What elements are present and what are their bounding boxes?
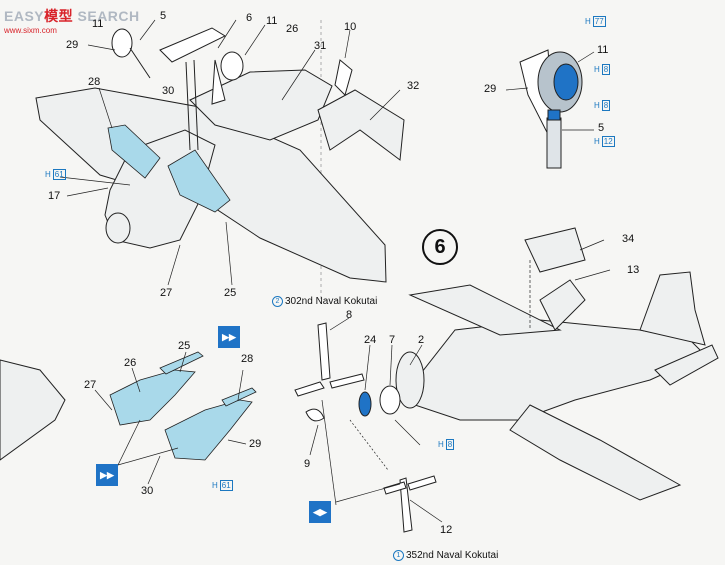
main-wheel-left [111,28,151,79]
hole-reference-number: 61 [219,480,233,491]
part-callout: 5 [160,10,167,22]
part-callout: 11 [266,15,278,27]
part-callout: 32 [407,80,420,92]
leader-lines-top [59,19,401,286]
part-callout: 26 [124,357,137,369]
watermark-left: EASY [4,8,45,24]
part-callout: 30 [141,485,154,497]
part-callout: 5 [598,122,605,134]
hole-reference-number: 61 [52,169,66,180]
part-callout: 30 [162,85,175,97]
gear-detail [519,49,583,169]
assembly-arrow-badge-icon: ▶▶ [218,326,240,348]
leader-lines-lower-left [94,351,247,485]
part-callout: 8 [346,309,353,321]
gear-door-top [159,27,227,151]
leader-lines-right [505,51,595,131]
part-callout: 31 [314,40,327,52]
caption-text: 352nd Naval Kokutai [406,550,499,561]
part-callout: 6 [246,12,253,24]
hole-reference-number: 12 [601,136,615,147]
step-number: 6 [422,229,458,265]
caption-number: 1 [393,550,404,561]
part-callout: 29 [484,83,497,95]
part-callout: 2 [418,334,425,346]
part-callout: 27 [84,379,97,391]
airframe-main [395,227,719,501]
part-callout: 13 [627,264,640,276]
leader-lines-main [309,239,611,523]
part-callout: 28 [241,353,254,365]
part-callout: 29 [249,438,262,450]
assembly-arrow-badge-icon: ◀▶ [309,501,331,523]
part-callout: 28 [88,76,101,88]
part-callout: 25 [178,340,191,352]
part-callout: 10 [344,21,357,33]
gear-bay-closeup [109,351,257,461]
main-wheel-mid [211,51,244,105]
part-callout: 11 [92,18,104,30]
caption-text: 302nd Naval Kokutai [285,296,378,307]
part-callout: 17 [48,190,61,202]
part-callout: 12 [440,524,453,536]
part-callout: 7 [389,334,396,346]
part-callout: 11 [597,44,609,56]
hole-reference-number: 8 [445,439,455,450]
watermark: EASY模型 SEARCH www.sixm.com [4,6,140,35]
part-callout: 9 [304,458,311,470]
hole-reference-number: 8 [601,64,611,75]
hole-reference-number: 77 [592,16,606,27]
part-callout: 25 [224,287,237,299]
part-callout: 26 [286,23,299,35]
hole-reference-number: 8 [601,100,611,111]
part-callout: 34 [622,233,635,245]
watermark-right: SEARCH [77,8,140,24]
watermark-title: EASY模型 SEARCH [4,6,140,26]
wing-fragment [0,359,66,461]
watermark-mid: 模型 [44,8,74,24]
propeller [294,322,437,533]
part-callout: 24 [364,334,377,346]
assembly-arrow-badge-icon: ▶▶ [96,464,118,486]
gear-bay-parts [107,124,231,213]
watermark-url: www.sixm.com [4,26,57,35]
caption-number: 2 [272,296,283,307]
part-callout: 27 [160,287,173,299]
part-callout: 29 [66,39,79,51]
tail-wheel-part [334,59,353,96]
